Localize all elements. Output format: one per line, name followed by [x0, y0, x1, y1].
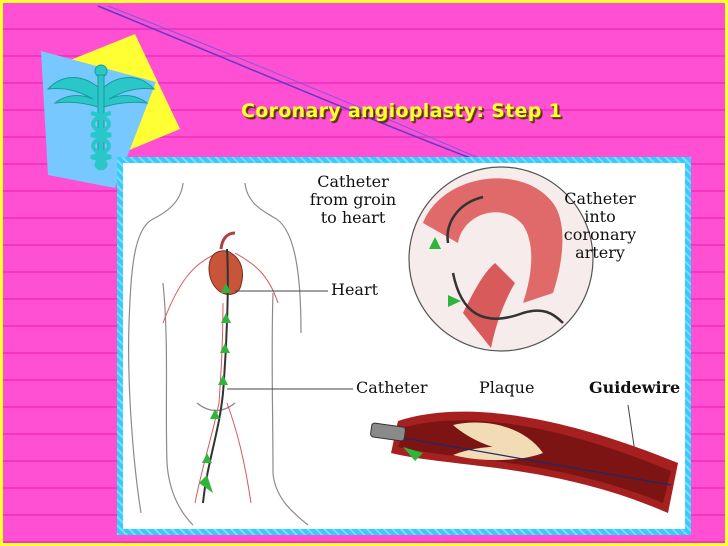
diagram-frame: Catheter from groin to heart Heart Cathe…	[117, 157, 691, 535]
green-arrow-icon	[403, 447, 423, 461]
green-arrow-icon	[199, 283, 231, 493]
label-line: to heart	[320, 208, 386, 227]
heart-icon	[208, 231, 244, 295]
slide-title: Coronary angioplasty: Step 1	[241, 100, 563, 122]
label-catheter: Catheter	[356, 378, 428, 397]
caduceus-logo	[3, 3, 203, 203]
label-line: artery	[575, 243, 625, 262]
label-line: coronary	[563, 225, 637, 244]
label-guidewire: Guidewire	[589, 378, 681, 397]
diagram-panel: Catheter from groin to heart Heart Cathe…	[123, 163, 685, 529]
body-outline-icon	[128, 182, 309, 526]
label-line: into	[584, 207, 616, 226]
label-line: from groin	[309, 190, 397, 209]
catheter-in-body	[202, 248, 229, 504]
label-catheter-into-coronary: Catheter into coronary artery	[555, 190, 645, 262]
green-arrow-icon	[448, 295, 461, 307]
artery-cross-section-icon	[370, 411, 678, 513]
caduceus-icon	[46, 64, 156, 171]
artery-network-icon	[162, 252, 279, 504]
magnified-aorta-icon	[408, 166, 594, 352]
label-plaque: Plaque	[479, 378, 535, 397]
label-heart: Heart	[331, 280, 379, 299]
label-line: Catheter	[564, 189, 636, 208]
label-line: Catheter	[317, 172, 389, 191]
label-catheter-from-groin: Catheter from groin to heart	[293, 173, 413, 227]
angioplasty-diagram	[128, 166, 678, 526]
green-arrow-icon	[429, 237, 441, 249]
